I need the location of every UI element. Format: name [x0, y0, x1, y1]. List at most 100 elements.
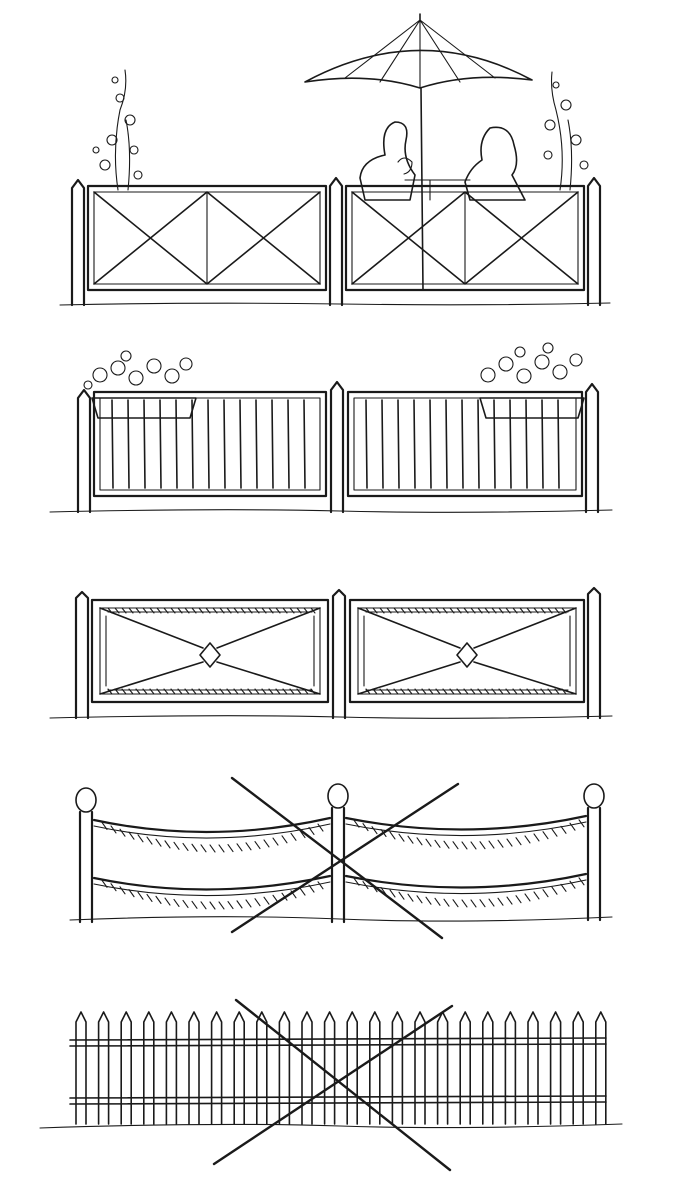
hatch-mark	[512, 607, 518, 614]
rope-twist	[218, 844, 225, 853]
ground-line	[69, 916, 613, 922]
rope-twist	[542, 889, 549, 898]
rope-twist	[209, 901, 216, 910]
hatch-mark	[282, 688, 288, 695]
rope-twist	[452, 899, 459, 908]
hatch-mark	[505, 607, 511, 614]
hatch-mark	[247, 688, 253, 695]
hatch-mark	[435, 688, 441, 695]
picket	[549, 1011, 562, 1125]
picket	[504, 1011, 517, 1125]
vertical-board	[175, 399, 178, 489]
hatch-mark	[261, 607, 267, 614]
rope-twist	[164, 840, 171, 849]
rope-twist	[119, 828, 126, 837]
rope-twist	[488, 840, 495, 849]
board-frame-right	[346, 390, 584, 498]
rope-twist	[497, 897, 504, 906]
vertical-board	[445, 399, 448, 489]
rope-twist	[479, 841, 486, 850]
hatch-mark	[547, 607, 553, 614]
hatch-mark	[421, 607, 427, 614]
picket	[527, 1011, 539, 1125]
rope-twist	[470, 899, 477, 908]
hatch-mark	[303, 688, 309, 695]
hatch-mark	[282, 607, 288, 614]
hatch-mark	[121, 607, 127, 614]
hatch-mark	[149, 688, 155, 695]
hatch-mark	[393, 688, 399, 695]
hatch-mark	[435, 607, 441, 614]
picket	[459, 1011, 471, 1125]
hatch-mark	[191, 688, 197, 695]
hatch-mark	[386, 607, 392, 614]
hatch-mark	[505, 688, 511, 695]
rope-twist	[110, 883, 117, 892]
rope-twist	[317, 881, 324, 890]
vertical-board	[509, 399, 512, 489]
hatch-mark	[184, 607, 190, 614]
hatch-mark	[540, 607, 546, 614]
rope-twist	[173, 898, 180, 907]
vertical-boards-left	[111, 399, 306, 489]
vertical-board	[477, 399, 480, 489]
hatch-mark	[310, 607, 316, 614]
hatch-mark	[428, 607, 434, 614]
vertical-board	[111, 399, 114, 489]
hatch-mark	[379, 688, 385, 695]
post-ball-cap-icon	[327, 783, 349, 809]
hatch-mark	[296, 688, 302, 695]
hatch-mark	[365, 607, 371, 614]
rope-twist	[272, 837, 279, 846]
hatch-mark	[442, 607, 448, 614]
rope-twist	[524, 835, 531, 844]
hatch-mark	[254, 607, 260, 614]
rope-twist	[461, 841, 468, 850]
hatch-mark	[191, 607, 197, 614]
vertical-board	[255, 399, 258, 489]
rope-twist	[416, 837, 423, 846]
vertical-board	[127, 399, 130, 489]
seated-people-icon	[359, 121, 526, 201]
hatch-mark	[372, 607, 378, 614]
rope-twist	[290, 832, 297, 841]
ground-line	[39, 1123, 623, 1129]
rope-twist	[389, 831, 396, 840]
hatch-mark	[393, 607, 399, 614]
fence-posts	[74, 586, 602, 720]
vertical-board	[223, 399, 226, 489]
hatch-mark	[533, 688, 539, 695]
hatch-mark	[135, 688, 141, 695]
hatch-mark	[289, 688, 295, 695]
picket	[572, 1011, 584, 1125]
hatch-mark	[128, 688, 134, 695]
rope-twist	[533, 891, 540, 900]
picket	[414, 1011, 426, 1125]
hatch-mark	[114, 688, 120, 695]
vertical-board	[143, 399, 146, 489]
hatch-mark	[554, 688, 560, 695]
hatch-mark	[142, 607, 148, 614]
hatch-mark	[170, 607, 176, 614]
panel-vertical-board-railing	[49, 342, 613, 514]
rope-twist	[569, 822, 576, 831]
vertical-board	[525, 399, 528, 489]
hatch-mark	[540, 688, 546, 695]
rope-twist	[470, 841, 477, 850]
hatch-mark	[121, 688, 127, 695]
hatch-mark	[477, 607, 483, 614]
vertical-board	[365, 399, 368, 489]
hatch-mark	[463, 688, 469, 695]
hatch-mark	[198, 688, 204, 695]
picket	[595, 1011, 607, 1125]
hatch-mark	[219, 607, 225, 614]
hatch-mark	[498, 688, 504, 695]
rope-twist	[578, 877, 585, 886]
hatch-mark	[407, 688, 413, 695]
hatch-mark	[386, 688, 392, 695]
panel-picket-fence	[39, 998, 623, 1172]
vertical-board	[461, 399, 464, 489]
hatch-mark	[428, 688, 434, 695]
hatch-mark	[184, 688, 190, 695]
rope-twist	[362, 881, 369, 890]
